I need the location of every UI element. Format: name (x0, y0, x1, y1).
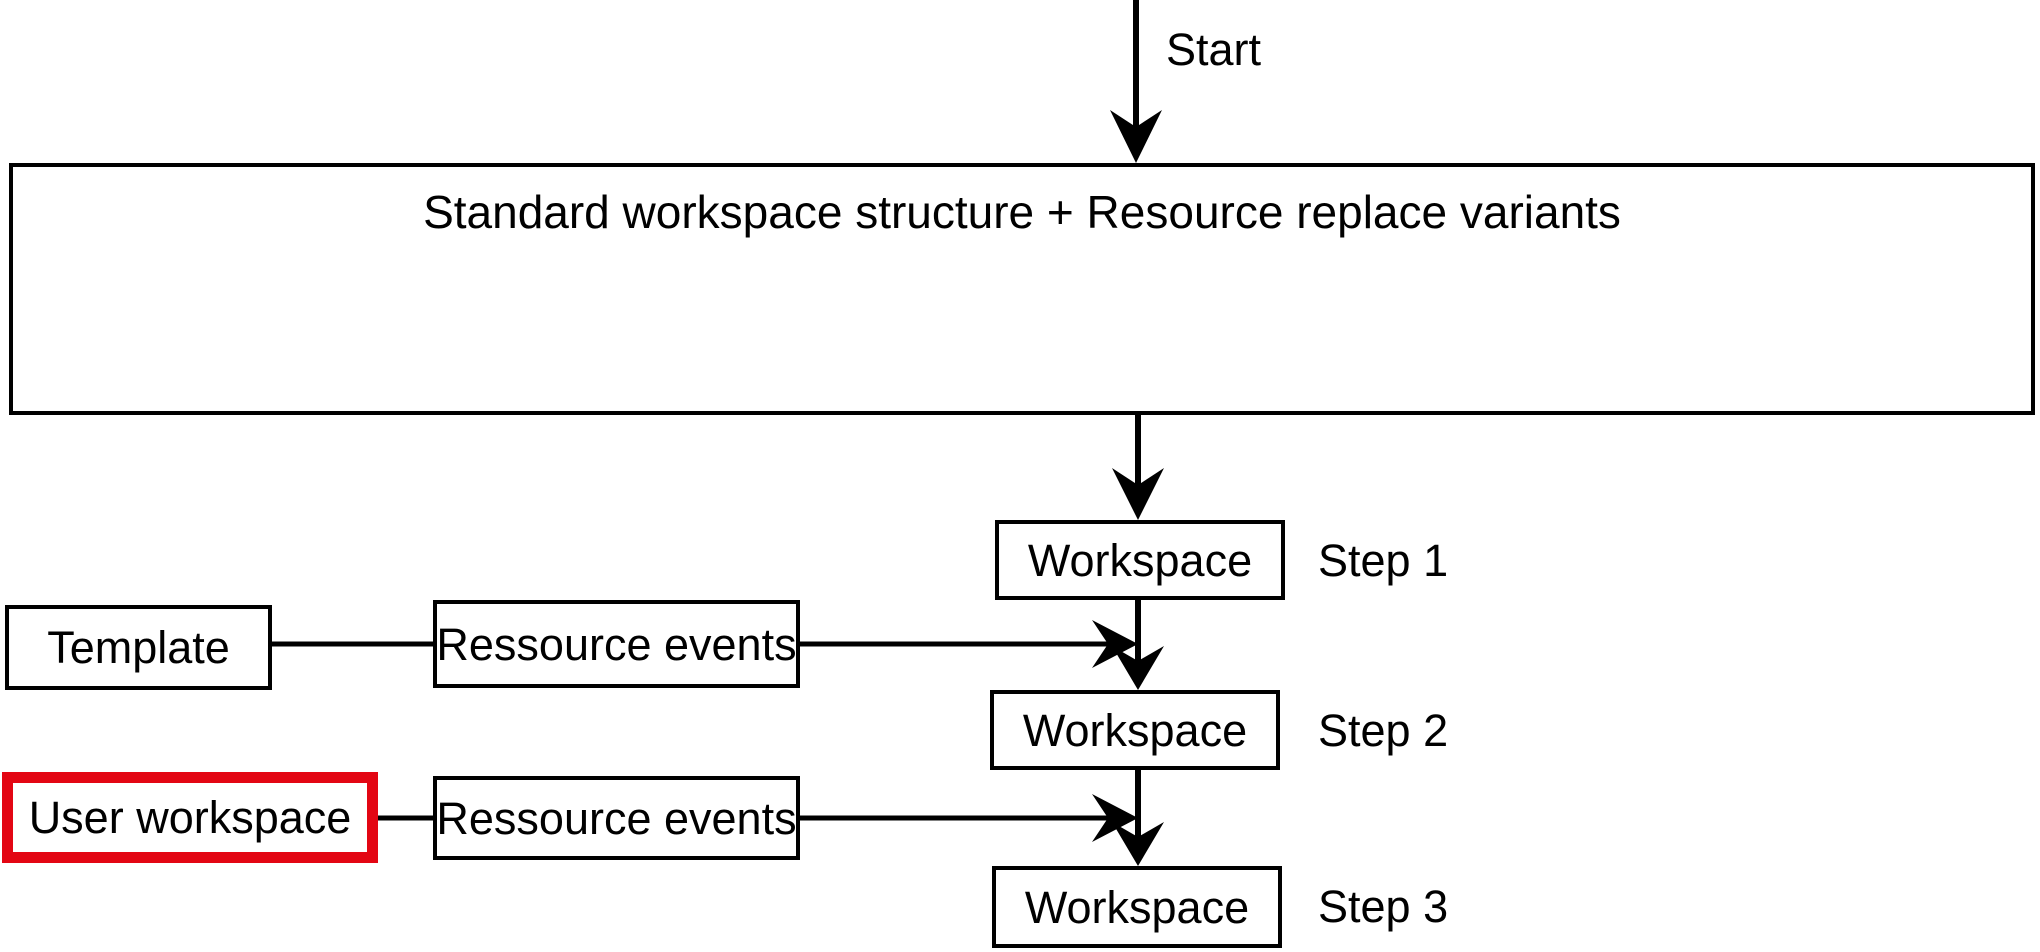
node-ressource-events-user-workspace[interactable]: Ressource events (433, 776, 800, 860)
step-2-label: Step 2 (1318, 705, 1449, 756)
node-standard-workspace-structure-label: Standard workspace structure + Resource … (423, 186, 1621, 238)
node-workspace-step-1[interactable]: Workspace (995, 520, 1285, 600)
node-workspace-step-3[interactable]: Workspace (992, 866, 1282, 948)
node-user-workspace-label: User workspace (28, 792, 352, 843)
edge-start-to-structure (1110, 0, 1162, 163)
step-1-label: Step 1 (1318, 535, 1449, 586)
node-user-workspace-highlighted[interactable]: User workspace (2, 772, 378, 863)
node-workspace-step-1-label: Workspace (1027, 534, 1253, 586)
node-workspace-step-3-label: Workspace (1024, 881, 1250, 933)
step-3-label: Step 3 (1318, 881, 1449, 932)
node-workspace-step-2[interactable]: Workspace (990, 690, 1280, 770)
edge-ressource-events-2-to-trunk (800, 794, 1138, 842)
start-label: Start (1166, 24, 1262, 75)
node-ressource-events-user-workspace-label: Ressource events (436, 792, 797, 844)
edge-ressource-events-1-to-trunk (800, 620, 1138, 668)
node-template[interactable]: Template (5, 605, 272, 690)
node-ressource-events-template-label: Ressource events (436, 618, 797, 670)
node-ressource-events-template[interactable]: Ressource events (433, 600, 800, 688)
node-workspace-step-2-label: Workspace (1022, 704, 1248, 756)
edge-workspace-2-to-workspace-3 (1112, 770, 1164, 866)
node-template-label: Template (47, 622, 230, 673)
node-standard-workspace-structure[interactable]: Standard workspace structure + Resource … (9, 163, 2035, 415)
edge-workspace-1-to-workspace-2 (1112, 600, 1164, 690)
edge-structure-to-workspace-1 (1112, 415, 1164, 520)
